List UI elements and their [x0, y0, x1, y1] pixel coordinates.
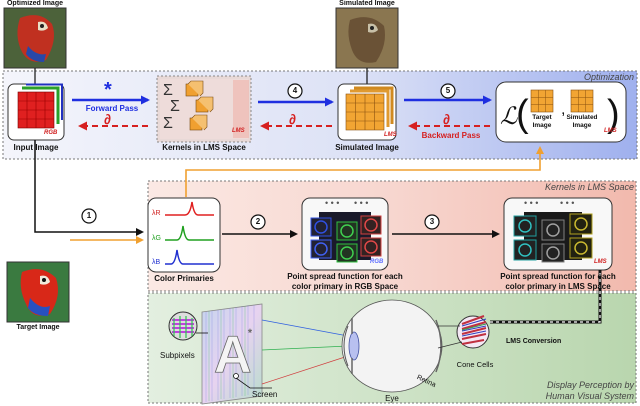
svg-text:ℒ: ℒ: [500, 103, 518, 130]
step-5-circle: [440, 83, 456, 99]
kernels-lms-label: Kernels in LMS Space: [162, 143, 246, 152]
target-image-label: Target Image: [16, 324, 60, 331]
svg-text:• • •: • • •: [325, 198, 339, 208]
svg-text:,: ,: [561, 101, 565, 118]
input-rgb-tag: RGB: [44, 130, 58, 136]
color-primaries-label: Color Primaries: [154, 274, 214, 283]
kernels-panel-title: Kernels in LMS Space: [544, 182, 634, 192]
psf-rgb-label-2: color primary in RGB Space: [291, 282, 399, 291]
psf-lms-label-2: color primary in LMS Space: [505, 282, 611, 291]
perception-panel-title-1: Display Perception by: [546, 380, 634, 390]
simulated-image-top-label: Simulated Image: [339, 0, 395, 7]
primary-green-label: λG: [152, 235, 161, 242]
loss-target-label: Target Image: [532, 114, 552, 129]
step-2-circle: [250, 214, 266, 230]
target-image-photo: [6, 261, 70, 323]
svg-text:• • •: • • •: [354, 198, 368, 208]
psf-lms-node: • • • • • •: [503, 197, 613, 271]
cone-cells-label: Cone Cells: [456, 360, 494, 369]
psf-lms-tag: LMS: [594, 259, 607, 265]
screen-label: Screen: [252, 390, 278, 399]
optimized-image-photo: [3, 7, 67, 69]
step-4-label: 4: [292, 86, 298, 95]
simulated-image-label: Simulated Image: [335, 143, 399, 152]
perception-panel-title-2: Human Visual System: [545, 391, 634, 401]
optimization-panel-title: Optimization: [583, 72, 634, 82]
simulated-image-node: [337, 83, 397, 141]
eye-label: Eye: [385, 394, 399, 403]
svg-text:Σ: Σ: [163, 115, 173, 132]
simulated-image-photo: [335, 7, 399, 69]
forward-pass-label: Forward Pass: [85, 104, 139, 113]
psf-rgb-label-1: Point spread function for each: [287, 272, 403, 281]
partial-symbol-2: ∂: [289, 111, 296, 127]
loss-simulated-label: Simulated Image: [566, 114, 598, 129]
svg-text:Σ: Σ: [163, 82, 173, 99]
psf-lms-label-1: Point spread function for each: [500, 272, 616, 281]
psf-rgb-node: • • • • • •: [301, 197, 389, 271]
svg-text:(: (: [516, 93, 529, 135]
color-primaries-node: [147, 197, 221, 273]
loss-function-node: ℒ ( ) ,: [495, 81, 627, 143]
step-3-circle: [424, 214, 440, 230]
backward-pass-symbol: ∂: [443, 111, 450, 127]
svg-text:• • •: • • •: [524, 198, 538, 208]
subpixels-label: Subpixels: [160, 351, 195, 360]
loss-lms-tag: LMS: [604, 128, 617, 134]
step-3-label: 3: [429, 217, 435, 226]
forward-pass-symbol: *: [104, 79, 112, 101]
svg-text:A: A: [214, 326, 252, 384]
input-image-label: Input Image: [13, 143, 59, 152]
svg-text:• • •: • • •: [560, 198, 574, 208]
primary-blue-label: λB: [152, 259, 161, 266]
step-2-label: 2: [255, 217, 261, 226]
optimized-image-label: Optimized Image: [6, 0, 63, 7]
backward-pass-label: Backward Pass: [421, 131, 481, 140]
lms-conversion-label: LMS Conversion: [506, 338, 562, 345]
svg-text:): ): [607, 93, 620, 135]
kernels-lms-tag: LMS: [232, 128, 245, 134]
step-5-label: 5: [445, 86, 451, 95]
step-4-circle: [287, 83, 303, 99]
primary-red-label: λR: [152, 210, 161, 217]
subpixel-zoom-circle: [168, 311, 198, 341]
step-1-circle: [81, 208, 97, 224]
partial-symbol-1: ∂: [104, 111, 111, 127]
cone-cells-illustration: [456, 315, 490, 349]
simulated-lms-tag: LMS: [384, 132, 397, 138]
screen-display: A *: [201, 303, 263, 405]
eye-diagram: [341, 299, 443, 393]
step-1-label: 1: [86, 211, 92, 220]
psf-rgb-tag: RGB: [370, 259, 384, 265]
input-image-node: [7, 83, 65, 141]
svg-text:Σ: Σ: [170, 98, 180, 115]
svg-text:*: *: [248, 328, 252, 339]
kernels-lms-node: Σ Σ Σ: [156, 75, 252, 143]
